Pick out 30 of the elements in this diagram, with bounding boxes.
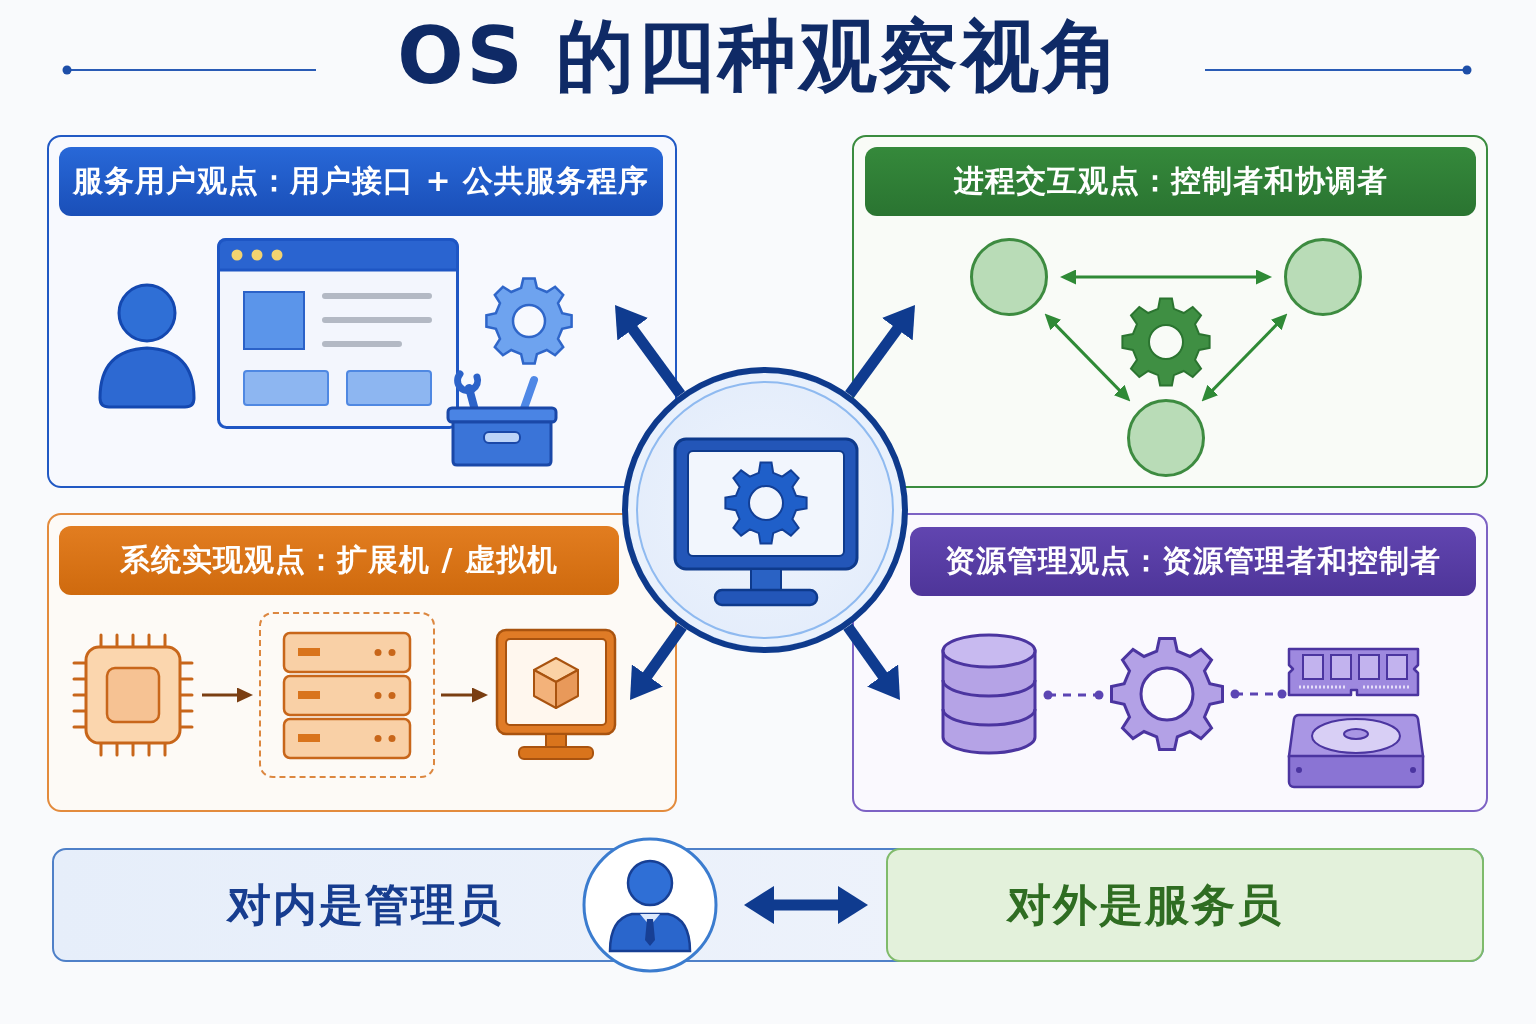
page-title: OS 的四种观察视角 bbox=[397, 14, 1123, 100]
role-box: 对外是服务员 bbox=[886, 848, 1484, 962]
arrow bbox=[202, 687, 253, 703]
arrow bbox=[615, 305, 686, 398]
double-arrow bbox=[1201, 313, 1288, 402]
arrow bbox=[441, 687, 488, 703]
database-icon bbox=[940, 633, 1038, 757]
banner-label: 对内是管理员 bbox=[227, 877, 503, 932]
view-panel bbox=[47, 513, 677, 812]
monitor-cube-icon bbox=[495, 628, 617, 762]
panel-heading: 系统实现观点：扩展机 / 虚拟机 bbox=[59, 526, 619, 595]
panel-heading: 进程交互观点：控制者和协调者 bbox=[865, 147, 1476, 216]
panel-heading: 服务用户观点：用户接口 + 公共服务程序 bbox=[59, 147, 663, 216]
double-arrow bbox=[1044, 313, 1131, 402]
arrow bbox=[843, 623, 900, 700]
avatar-icon bbox=[582, 837, 718, 973]
panel-heading: 资源管理观点：资源管理者和控制者 bbox=[910, 527, 1476, 596]
dashed-frame bbox=[259, 612, 435, 778]
dotted-connector bbox=[1043, 690, 1104, 700]
view-panel bbox=[852, 135, 1488, 488]
role-banner bbox=[52, 848, 1484, 962]
gear-icon bbox=[1108, 635, 1226, 753]
arrow bbox=[630, 623, 687, 700]
double-arrow bbox=[1060, 269, 1272, 285]
view-panel bbox=[852, 513, 1488, 812]
view-panel bbox=[47, 135, 677, 488]
arrow bbox=[845, 305, 915, 398]
double-arrow bbox=[744, 886, 868, 924]
dotted-connector bbox=[1230, 689, 1287, 699]
cpu-chip-icon bbox=[72, 633, 194, 757]
